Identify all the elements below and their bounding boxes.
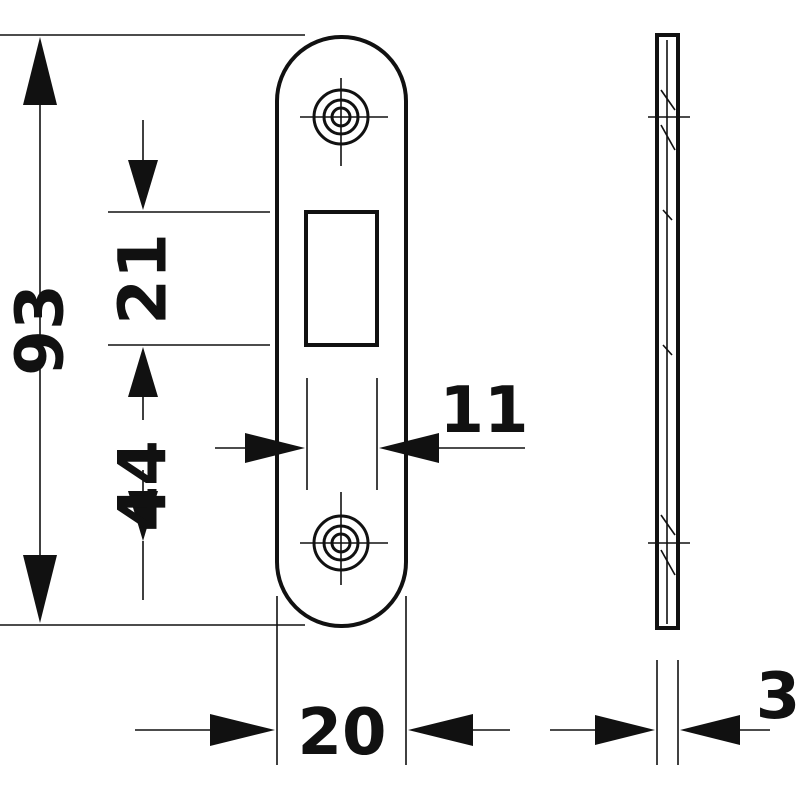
- dimension-20: 20: [135, 596, 510, 770]
- dimension-label-44: 44: [105, 440, 182, 532]
- arrow-right-icon: [245, 433, 305, 463]
- arrow-down-icon: [128, 160, 158, 210]
- arrow-right-icon: [210, 714, 275, 746]
- arrow-left-icon: [680, 715, 740, 745]
- strike-plate-front-view: [275, 35, 408, 628]
- dimension-label-11: 11: [439, 374, 528, 448]
- arrow-down-icon: [128, 491, 158, 541]
- arrow-left-icon: [379, 433, 439, 463]
- dimension-93: 93: [0, 34, 305, 626]
- plate-outline: [275, 35, 408, 628]
- arrow-down-icon: [23, 555, 57, 623]
- dimension-21: 21: [105, 120, 270, 346]
- arrow-up-icon: [128, 347, 158, 397]
- screw-hole-bottom: [300, 492, 388, 585]
- dimension-label-21: 21: [105, 233, 182, 325]
- dimension-label-3: 3: [756, 660, 800, 734]
- arrow-right-icon: [595, 715, 655, 745]
- dimension-11: 11: [215, 374, 529, 490]
- latch-slot: [304, 210, 379, 347]
- screw-hole-top: [300, 78, 388, 166]
- dimension-44: 44: [105, 347, 182, 600]
- dimension-3: 3: [550, 660, 800, 765]
- dimension-label-93: 93: [2, 284, 79, 376]
- arrow-up-icon: [23, 37, 57, 105]
- dimension-label-20: 20: [297, 696, 386, 770]
- arrow-left-icon: [408, 714, 473, 746]
- strike-plate-side-view: [648, 33, 690, 630]
